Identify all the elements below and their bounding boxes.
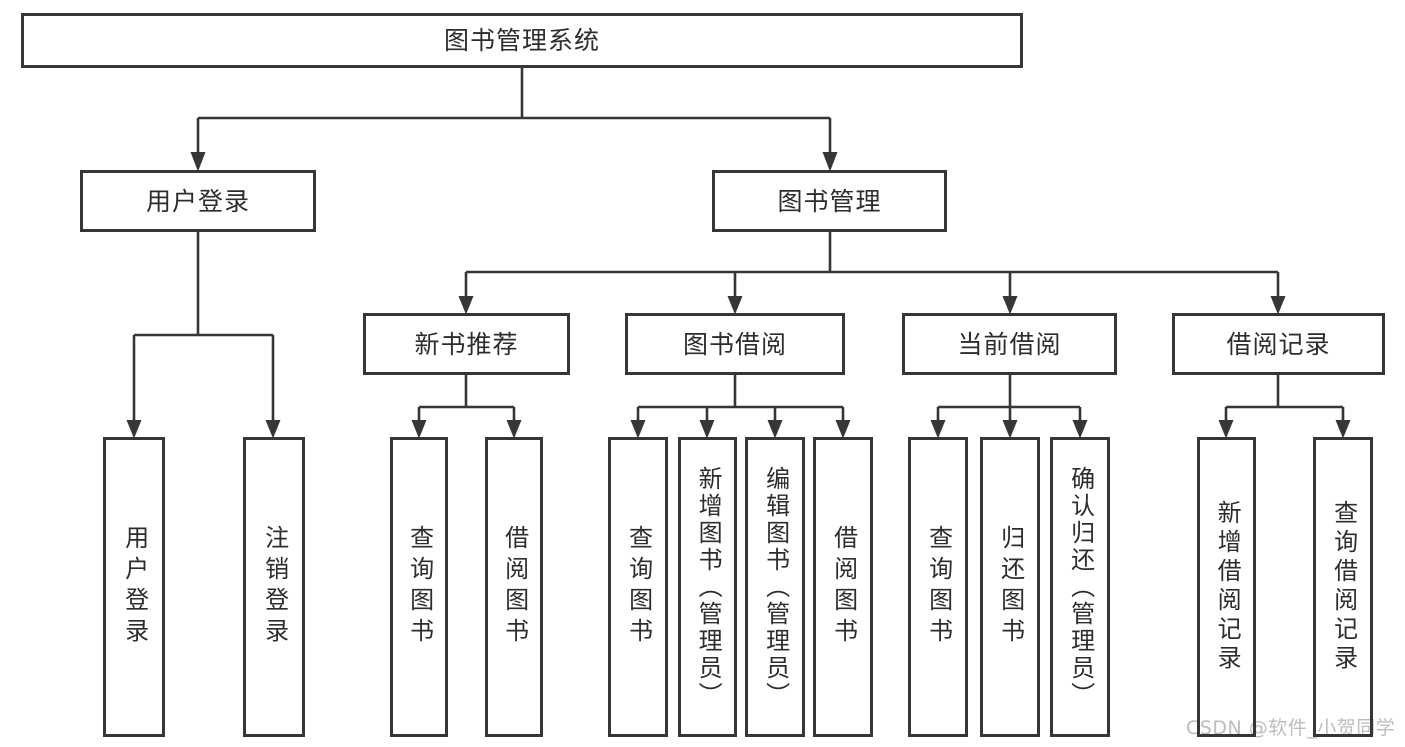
leaf-edit-book-admin: 编辑图书（管理员）: [745, 437, 805, 737]
node-label: 当前借阅: [957, 329, 1062, 359]
leaf-label: 新增图书（管理员）: [694, 465, 723, 709]
leaf-query-books-current: 查询图书: [908, 437, 968, 737]
node-new-book-recommend: 新书推荐: [363, 313, 570, 375]
leaf-label: 查询借阅记录: [1329, 500, 1358, 674]
leaf-label: 借阅图书: [500, 525, 529, 649]
leaf-add-borrow-record: 新增借阅记录: [1197, 437, 1256, 737]
leaf-label: 借阅图书: [829, 525, 858, 649]
node-user-login: 用户登录: [80, 170, 316, 232]
leaf-label: 注销登录: [260, 525, 289, 649]
leaf-label: 用户登录: [120, 525, 149, 649]
leaf-label: 查询图书: [924, 525, 953, 649]
leaf-borrow-books-recommend: 借阅图书: [485, 437, 543, 737]
node-current-borrow: 当前借阅: [902, 313, 1117, 375]
node-label: 新书推荐: [414, 329, 519, 359]
leaf-query-books-recommend: 查询图书: [390, 437, 448, 737]
leaf-query-borrow-record: 查询借阅记录: [1313, 437, 1373, 737]
node-library-management-system: 图书管理系统: [21, 13, 1023, 68]
leaf-confirm-return-admin: 确认归还（管理员）: [1050, 437, 1110, 737]
leaf-label: 新增借阅记录: [1213, 500, 1242, 674]
leaf-label: 确认归还（管理员）: [1066, 465, 1095, 709]
node-book-management: 图书管理: [712, 170, 947, 232]
node-label: 图书管理系统: [443, 26, 600, 55]
leaf-label: 编辑图书（管理员）: [761, 465, 790, 709]
leaf-add-book-admin: 新增图书（管理员）: [678, 437, 737, 737]
leaf-label: 归还图书: [996, 525, 1025, 649]
leaf-user-login: 用户登录: [103, 437, 165, 737]
node-label: 图书管理: [777, 186, 882, 216]
node-label: 图书借阅: [682, 329, 787, 359]
leaf-label: 查询图书: [624, 525, 653, 649]
node-label: 借阅记录: [1226, 329, 1331, 359]
leaf-borrow-books: 借阅图书: [813, 437, 873, 737]
leaf-logout: 注销登录: [243, 437, 305, 737]
node-book-borrow: 图书借阅: [625, 313, 845, 375]
node-label: 用户登录: [145, 186, 250, 216]
csdn-watermark: CSDN @软件_小贺同学: [1186, 717, 1396, 739]
leaf-label: 查询图书: [405, 525, 434, 649]
leaf-return-books: 归还图书: [980, 437, 1040, 737]
leaf-query-books-borrow: 查询图书: [608, 437, 668, 737]
node-borrow-records: 借阅记录: [1172, 313, 1385, 375]
